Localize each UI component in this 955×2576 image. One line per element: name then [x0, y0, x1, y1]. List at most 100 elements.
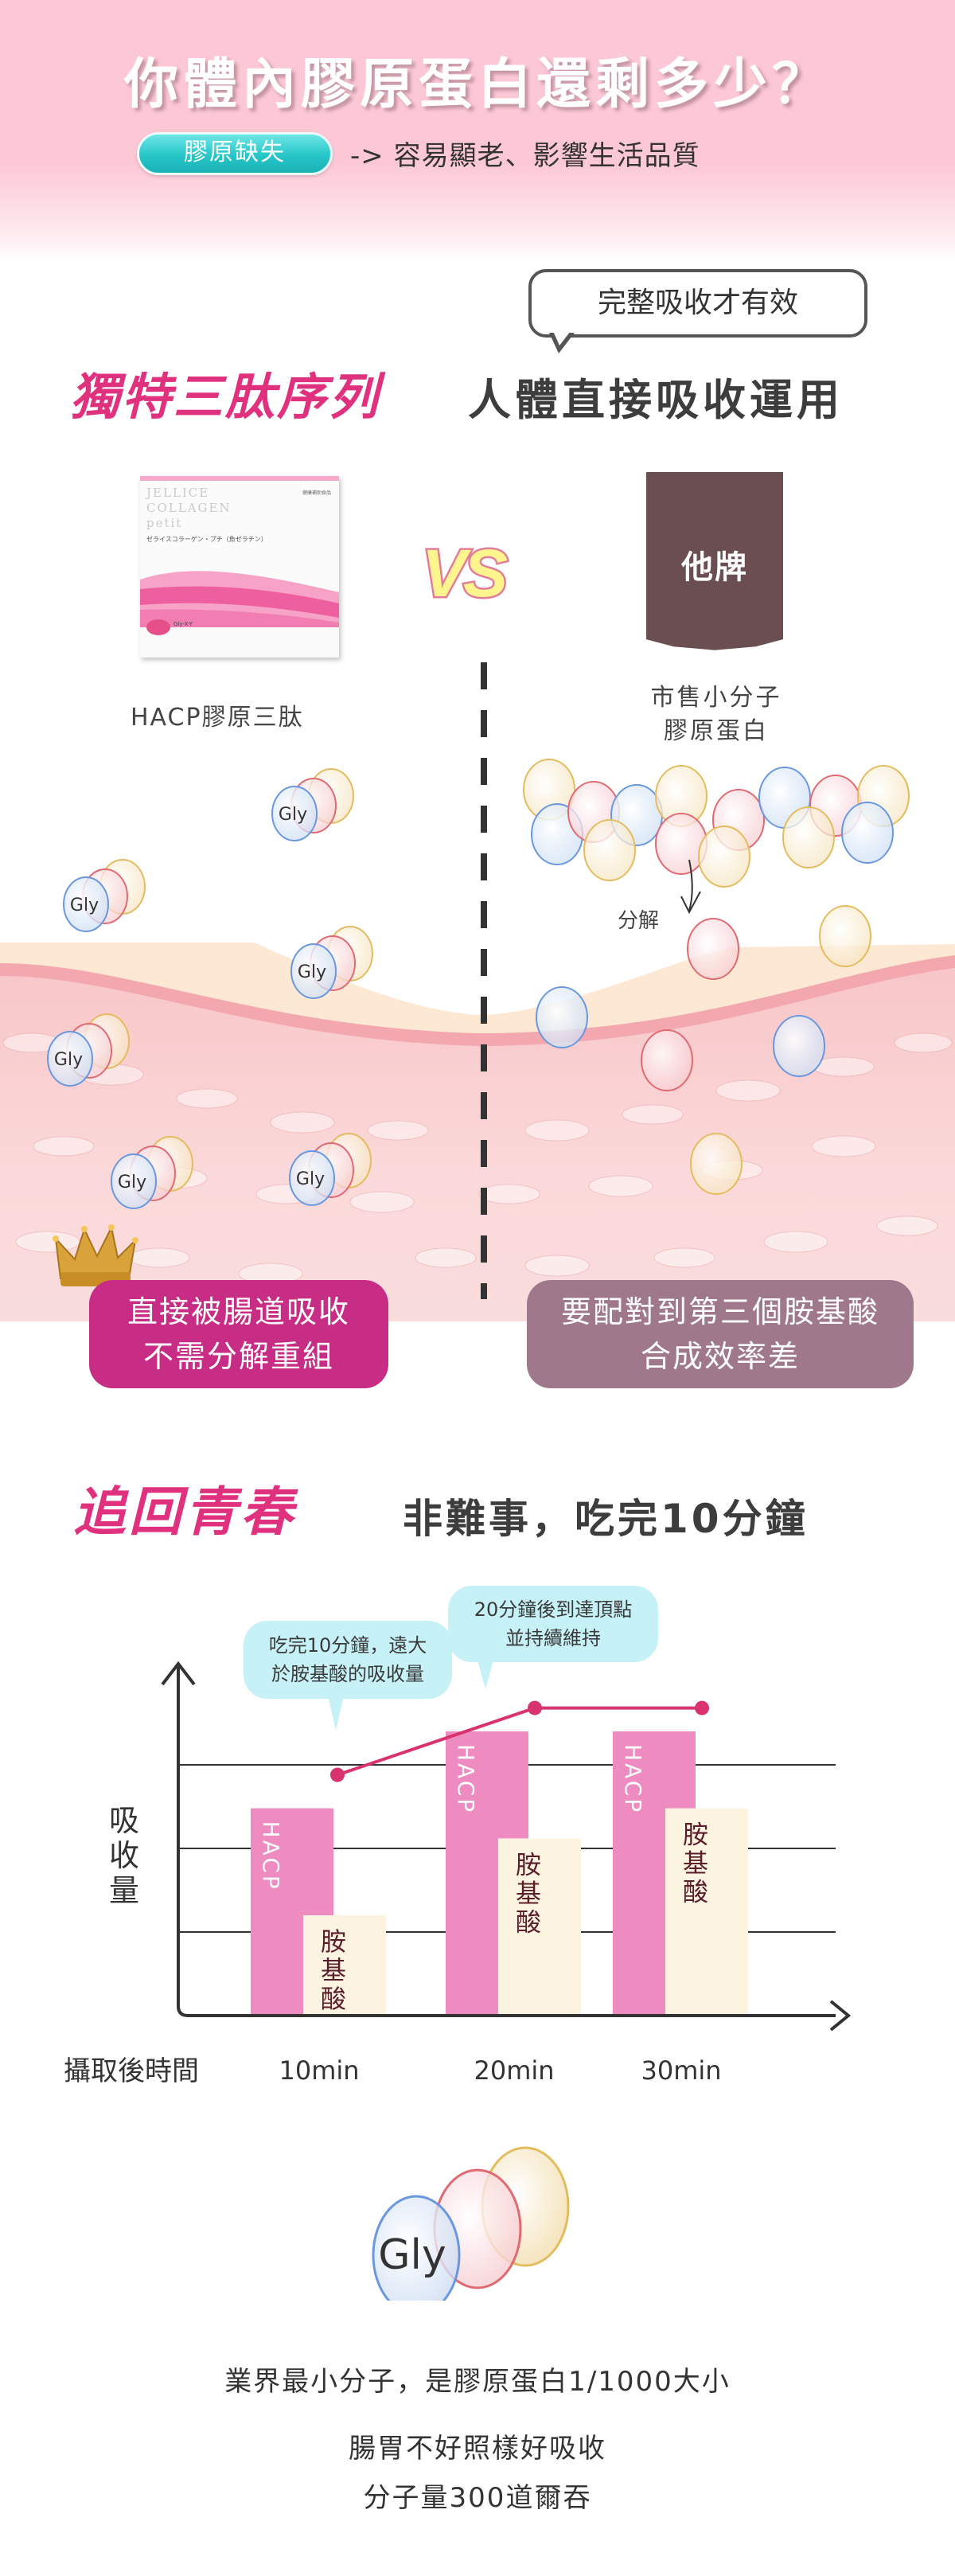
skin-illustration [0, 943, 955, 1321]
card-line: 不需分解重組 [142, 1339, 334, 1374]
gly-label: Gly [378, 2231, 446, 2279]
bar-amino-acid [665, 1808, 748, 2016]
section3-title-pink: 追回青春 [73, 1481, 296, 1543]
advantage-card: 直接被腸道吸收 不需分解重組 [89, 1280, 388, 1388]
x-tick-label: 30min [641, 2055, 721, 2086]
amino-acid-molecule [583, 819, 636, 881]
comparison-divider [481, 662, 487, 1299]
section2-title-pink: 獨特三肽序列 [70, 368, 381, 426]
section3-title-dark: 非難事，吃完10分鐘 [403, 1496, 809, 1542]
footer-line-2: 腸胃不好照樣好吸收 [349, 2433, 606, 2465]
callout-10min-tail [328, 1696, 344, 1731]
other-brand-label: 他牌 [681, 549, 748, 586]
bar-label: 胺 [321, 1926, 346, 1957]
amino-acid-molecule [841, 802, 894, 864]
bar-label: 基 [683, 1848, 708, 1879]
hero-title: 你體內膠原蛋白還剩多少？ [123, 53, 831, 116]
callout-20min-tail [477, 1661, 493, 1689]
brand-line: JELLICE [146, 486, 210, 500]
bar-label: 酸 [683, 1877, 708, 1907]
tripeptide-molecule: Gly [289, 1133, 372, 1206]
product-logo-icon [146, 619, 170, 635]
callout-line: 吃完10分鐘，遠大 [268, 1634, 427, 1657]
bar-amino-acid [303, 1915, 386, 2016]
market-collagen-label: 市售小分子 膠原蛋白 [621, 681, 812, 748]
section2-title-dark: 人體直接吸收運用 [468, 375, 844, 425]
decompose-arrow-icon [680, 859, 701, 915]
trend-point [528, 1700, 542, 1715]
tripeptide-large-icon: Gly [372, 2146, 570, 2301]
callout-line: 並持續維持 [505, 1627, 601, 1649]
tripeptide-molecule: Gly [47, 1013, 130, 1087]
x-tick-label: 10min [279, 2055, 359, 2086]
market-label-line: 市售小分子 [650, 684, 782, 712]
amino-acid-molecule [687, 918, 739, 980]
decompose-label: 分解 [618, 909, 660, 933]
product-jp-name: ゼライスコラーゲン・プチ（魚ゼラチン） [146, 536, 267, 543]
bar-label: 胺 [683, 1820, 708, 1850]
footer-line-1: 業界最小分子，是膠原蛋白1/1000大小 [224, 2366, 731, 2398]
x-axis-label: 攝取後時間 [64, 2055, 199, 2087]
bar-label: HACP [620, 1744, 646, 1814]
y-label-char: 吸 [109, 1803, 139, 1838]
product-box-stripe [140, 476, 339, 481]
callout-line: 於胺基酸的吸收量 [271, 1663, 424, 1685]
brand-line: petit [146, 516, 183, 530]
bar-label: HACP [258, 1821, 284, 1891]
collagen-loss-badge: 膠原缺失 [137, 132, 333, 175]
footer-line-3: 分子量300道爾吞 [363, 2482, 592, 2514]
amino-acid-molecule [690, 1133, 743, 1195]
x-tick-label: 20min [474, 2055, 554, 2086]
amino-acid-molecule [641, 1029, 693, 1091]
tripeptide-molecule: Gly [63, 859, 146, 932]
chart-trend-line [330, 1700, 709, 1782]
disadvantage-card: 要配對到第三個胺基酸 合成效率差 [527, 1280, 914, 1388]
bar-label: 酸 [516, 1907, 541, 1937]
y-label-char: 量 [109, 1873, 139, 1908]
bar-label: 酸 [321, 1984, 346, 2014]
market-label-line: 膠原蛋白 [664, 717, 769, 745]
other-brand-pouch [646, 472, 783, 650]
gly-label: Gly [70, 896, 99, 915]
amino-acid-molecule [773, 1015, 825, 1077]
hero-subtitle: -> 容易顯老、影響生活品質 [350, 140, 700, 172]
product-brand: JELLICE COLLAGEN petit [146, 486, 232, 531]
product-formula: Gly-X-Y [173, 621, 193, 627]
gly-label: Gly [118, 1173, 146, 1192]
crown-icon [53, 1224, 138, 1286]
gly-label: Gly [296, 1169, 325, 1189]
hero-banner: 你體內膠原蛋白還剩多少？ 膠原缺失 -> 容易顯老、影響生活品質 [0, 0, 955, 263]
card-line: 合成效率差 [640, 1339, 800, 1374]
vs-label: VS [419, 534, 509, 613]
y-axis-label: 吸收量 [109, 1803, 139, 1908]
tripeptide-molecule: Gly [271, 768, 354, 841]
gly-label: Gly [298, 962, 326, 982]
amino-acid-molecule [698, 825, 750, 888]
product-corner-text: 健康補助食品 [302, 490, 331, 496]
y-label-char: 收 [109, 1838, 139, 1873]
product-box-image: JELLICE COLLAGEN petit 健康補助食品 ゼライスコラーゲン・… [140, 476, 339, 658]
hacp-label: HACP膠原三肽 [131, 704, 304, 732]
amino-acid-molecule [782, 806, 835, 868]
speech-bubble-tail-inner [553, 331, 571, 345]
amino-acid-molecule [819, 905, 871, 967]
chart-axes [161, 1661, 852, 2032]
card-line: 要配對到第三個胺基酸 [560, 1294, 879, 1329]
bar-amino-acid [498, 1838, 581, 2016]
bar-label: HACP [453, 1744, 479, 1814]
product-wave-graphic [140, 571, 339, 627]
axis-lines [177, 1665, 836, 2017]
brand-line: COLLAGEN [146, 501, 232, 515]
bar-label: 胺 [516, 1849, 541, 1879]
tripeptide-molecule: Gly [111, 1136, 193, 1209]
callout-20min: 20分鐘後到達頂點 並持續維持 [448, 1586, 658, 1662]
gly-label: Gly [54, 1050, 83, 1070]
amino-acid-molecule [536, 986, 588, 1048]
callout-10min: 吃完10分鐘，遠大 於胺基酸的吸收量 [244, 1621, 452, 1699]
callout-line: 20分鐘後到達頂點 [474, 1598, 633, 1621]
trend-point [330, 1767, 345, 1782]
